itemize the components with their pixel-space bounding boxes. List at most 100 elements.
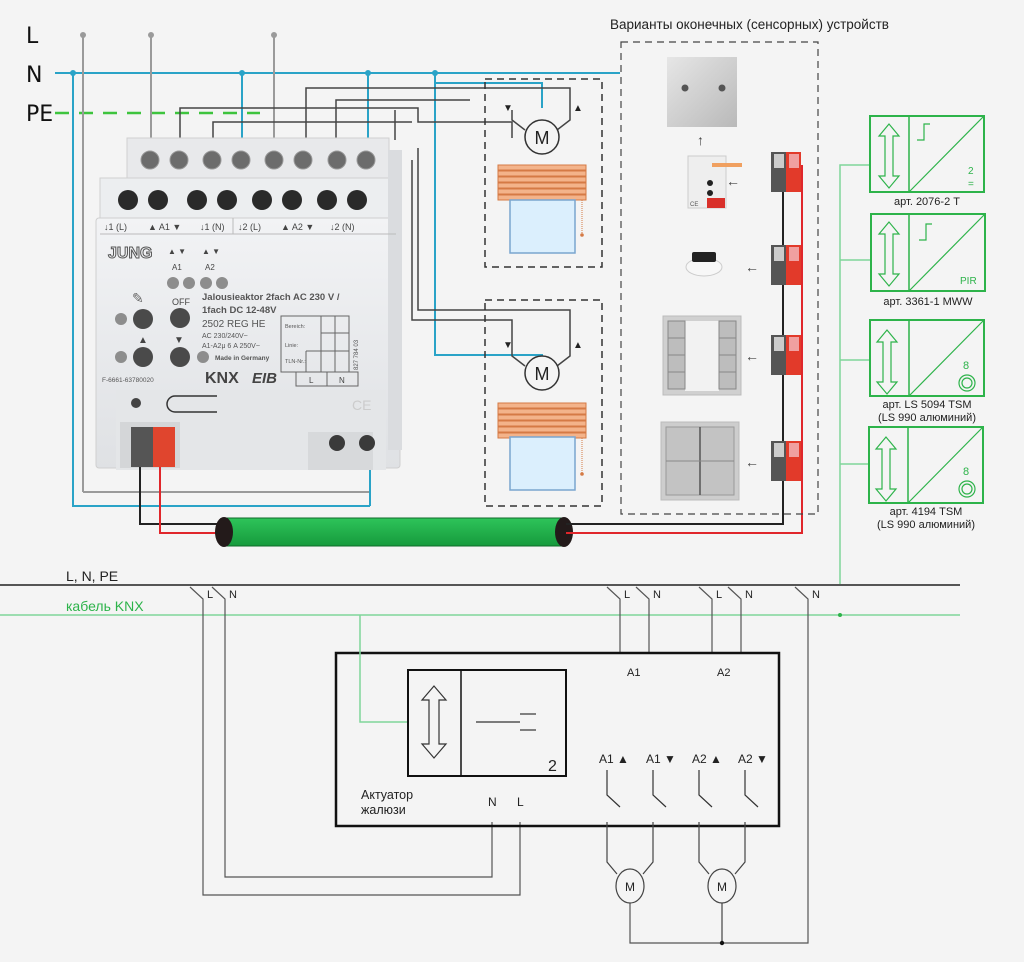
pen-icon: ✎ (132, 290, 144, 306)
up-button[interactable] (133, 347, 153, 367)
terminal-l-label: L (517, 795, 524, 809)
actuator-title-line2: жалюзи (361, 803, 406, 817)
sensor-caption-2: (LS 990 алюминий) (877, 519, 975, 531)
terminal-n-label: N (488, 795, 497, 809)
bus-connectors (771, 152, 801, 481)
arrow-left-icon: ← (745, 348, 759, 364)
sensor-symbol-pushbutton-8: 8 арт. LS 5094 TSM (LS 990 алюминий) (869, 319, 985, 424)
motor-2-icon (707, 868, 737, 904)
toggle-switch-device (667, 57, 737, 127)
sensor-symbol-text: PIR (960, 276, 977, 287)
knx-sensor-symbols: 2 = арт. 2076-2 T PIR арт. 3361-1 MWW 8 … (839, 115, 986, 585)
bus-label-n: N (26, 63, 42, 88)
sensor-symbol-pushbutton-4: 8 арт. 4194 TSM (LS 990 алюминий) (868, 426, 984, 531)
off-button[interactable] (170, 308, 190, 328)
push-button-8gang-device (662, 315, 742, 396)
terminal-label-1n: ↓1 (N) (200, 222, 225, 232)
variants-title: Варианты оконечных (сенсорных) устройств (610, 17, 889, 32)
sensor-caption: арт. 2076-2 T (894, 196, 960, 208)
down-button[interactable] (170, 347, 190, 367)
ce-mark: CE (352, 397, 371, 413)
tap-label: L (716, 589, 722, 601)
channel-a2-label: A2 (717, 667, 730, 679)
binary-input-module: CE (687, 155, 742, 209)
motor-1-label: M (625, 880, 635, 894)
knx-terminal-red (153, 427, 175, 467)
status-leds (167, 277, 228, 289)
device-buttons: ✎ OFF ▲ ▼ (115, 290, 209, 367)
bus-lines: L N PE (26, 24, 620, 507)
contact-label: A2 ▼ (738, 752, 768, 766)
channel-label-a2: A2 (205, 263, 215, 272)
down-arrow-icon: ▼ (174, 335, 184, 346)
table-label-tln: TLN-Nr.: (285, 359, 306, 365)
svg-text:▲ ▼: ▲ ▼ (168, 247, 186, 256)
arrow-left-icon: ← (745, 259, 759, 275)
tap-label: N (812, 589, 820, 601)
device-model: 2502 REG HE (202, 319, 266, 330)
terminal-label-a2: ▲ A2 ▼ (281, 222, 314, 232)
knx-logo: KNX (205, 370, 239, 387)
side-code: 827 784 03 (354, 339, 360, 370)
bus-label-l: L (26, 24, 39, 49)
sensor-symbol-pir: PIR арт. 3361-1 MWW (870, 213, 986, 308)
table-label-linie: Linie: (285, 343, 299, 349)
pir-detector-device (685, 252, 723, 277)
channel-label-a1: A1 (172, 263, 182, 272)
motor-1-icon (615, 868, 645, 904)
sensor-variants-panel: ↑ CE ← ← ← (620, 41, 819, 515)
blind-unit-1: ▼ ▲ M (484, 78, 603, 268)
push-button-4gang-device (660, 421, 740, 501)
svg-text:▲: ▲ (573, 103, 583, 114)
tap-label: N (229, 589, 237, 601)
contact-label: A1 ▲ (599, 752, 629, 766)
channel-a1-label: A1 (627, 667, 640, 679)
serial-number: F-6661-63780020 (102, 377, 154, 384)
device-name-line1: Jalousieaktor 2fach AC 230 V / (202, 292, 340, 303)
svg-text:CE: CE (690, 202, 698, 208)
device-spec2: A1-A2μ 6 A 250V~ (202, 343, 260, 350)
up-down-arrow-icon (877, 123, 901, 189)
jung-actuator-device: ↓1 (L) ▲ A1 ▼ ↓1 (N) ↓2 (L) ▲ A2 ▼ ↓2 (N… (95, 137, 402, 470)
up-down-arrow-icon (874, 436, 898, 502)
power-label: L, N, PE (66, 568, 118, 584)
up-arrow-icon: ▲ (138, 335, 148, 346)
terminal-label-2n: ↓2 (N) (330, 222, 355, 232)
screw-terminals-top (118, 150, 376, 210)
actuator-symbol (407, 669, 567, 777)
motor-label: M (535, 364, 550, 384)
motor-label: M (535, 128, 550, 148)
device-spec1: AC 230/240V~ (202, 333, 248, 340)
sensor-symbol-binary-input: 2 = арт. 2076-2 T (869, 115, 985, 208)
schematic: L, N, PE кабель KNX L N L N L N N A1 A2 (0, 568, 960, 946)
tap-label: L (207, 589, 213, 601)
contact-label: A2 ▲ (692, 752, 722, 766)
off-label: OFF (172, 297, 190, 307)
sensor-caption: арт. 3361-1 MWW (883, 296, 973, 308)
arrow-left-icon: ← (745, 454, 759, 470)
svg-text:=: = (968, 179, 974, 190)
arrow-up-icon: ↑ (697, 132, 704, 148)
actuator-number: 2 (548, 758, 557, 775)
table-label-bereich: Bereich: (285, 324, 306, 330)
svg-text:2: 2 (968, 166, 974, 177)
device-name-line2: 1fach DC 12-48V (202, 305, 277, 316)
actuator-title-line1: Актуатор (361, 788, 413, 802)
bus-label-pe: PE (26, 102, 53, 127)
terminal-label-a1: ▲ A1 ▼ (148, 222, 181, 232)
up-down-arrow-icon (420, 685, 448, 759)
svg-text:▼: ▼ (503, 103, 513, 114)
tap-label: N (653, 589, 661, 601)
svg-text:▲ ▼: ▲ ▼ (202, 247, 220, 256)
sensor-caption: арт. 4194 TSM (890, 506, 963, 518)
program-button[interactable] (133, 309, 153, 329)
schematic-actuator-box (334, 651, 781, 828)
motor-icon (524, 119, 560, 155)
svg-text:▲: ▲ (573, 340, 583, 351)
motor-icon (524, 355, 560, 391)
blind-unit-2: ▼ ▲ M (484, 299, 603, 507)
arrow-left-icon: ← (726, 173, 740, 189)
bottom-term-l-label: L (309, 376, 314, 385)
sensor-caption: арт. LS 5094 TSM (883, 399, 972, 411)
